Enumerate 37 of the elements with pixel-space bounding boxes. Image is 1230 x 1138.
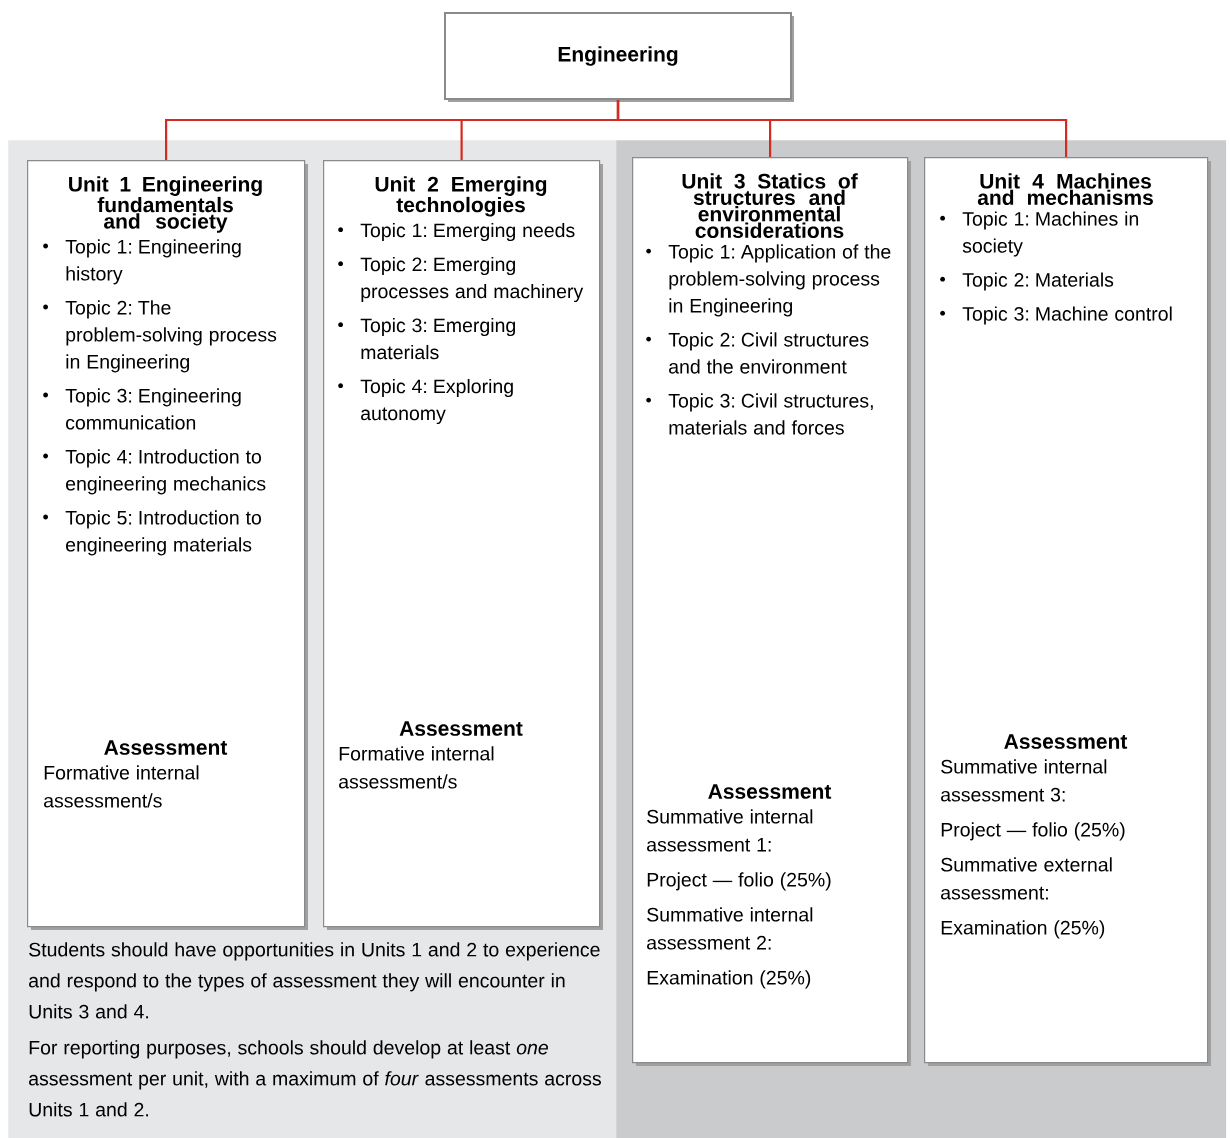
unit-heading: Unit 3 Statics of structures and environmental considerations: [682, 173, 858, 238]
assessment-text: Summative internal assessment 3:: [941, 759, 1107, 802]
assessment-text: Project — folio (25%): [647, 872, 831, 891]
title-box: Engineering: [444, 12, 794, 102]
bullet-item: Topic 2: Emerging processes and machinery: [338, 256, 584, 303]
assessment-heading: Assessment: [708, 784, 832, 799]
unit-heading: Unit 4 Machines and mechanisms: [977, 173, 1153, 206]
bullet-item: Topic 2: The problem-solving process in Engineering: [43, 300, 277, 373]
bullet-item: Topic 1: Application of the problem-solving process in Engineering: [646, 244, 891, 317]
bullet-item: Topic 3: Machine control: [940, 306, 1172, 325]
bullet-item: Topic 5: Introduction to engineering materials: [43, 510, 261, 556]
bullet-item: Topic 4: Exploring autonomy: [338, 378, 513, 425]
assessment-text: Summative internal assessment 1:: [647, 809, 813, 852]
assessment-heading: Assessment: [104, 740, 228, 755]
bullet-item: Topic 3: Civil structures, materials and forces: [646, 393, 873, 435]
bullet-item: Topic 4: Introduction to engineering mechanics: [43, 449, 266, 495]
note-text: For reporting purposes, schools should develop at least one assessment per unit, with a maximum of four assessments across Units 1 and 2.: [29, 1040, 601, 1117]
connector-line: [616, 100, 1068, 157]
note-text: Students should have opportunities in Units 1 and 2 to experience and respond to the types of assessment they will encounter in Units 3 and 4.: [29, 942, 600, 1019]
assessment-text: Examination (25%): [647, 970, 811, 989]
assessment-text: Formative internal assessment/s: [339, 746, 494, 789]
assessment-text: Summative internal assessment 2:: [647, 907, 813, 950]
assessment-text: Examination (25%): [941, 920, 1105, 939]
bullet-item: Topic 2: Materials: [940, 272, 1114, 291]
unit-heading: Unit 2 Emerging technologies: [375, 176, 547, 217]
bullet-item: Topic 1: Machines in society: [940, 211, 1139, 257]
assessment-heading: Assessment: [1004, 734, 1128, 749]
bullet-item: Topic 3: Emerging materials: [338, 317, 515, 360]
bullet-item: Topic 1: Emerging needs: [338, 222, 575, 242]
bullet-item: Topic 3: Engineering communication: [43, 388, 241, 430]
assessment-text: Formative internal assessment/s: [44, 765, 199, 808]
assessment-text: Project — folio (25%): [941, 822, 1125, 841]
unit-heading: Unit 1 Engineering fundamentals and society: [69, 176, 262, 233]
bullet-item: Topic 1: Engineering history: [43, 239, 241, 285]
assessment-heading: Assessment: [399, 721, 523, 736]
bullet-item: Topic 2: Civil structures and the environment: [646, 332, 869, 374]
assessment-text: Summative external assessment:: [941, 857, 1112, 900]
